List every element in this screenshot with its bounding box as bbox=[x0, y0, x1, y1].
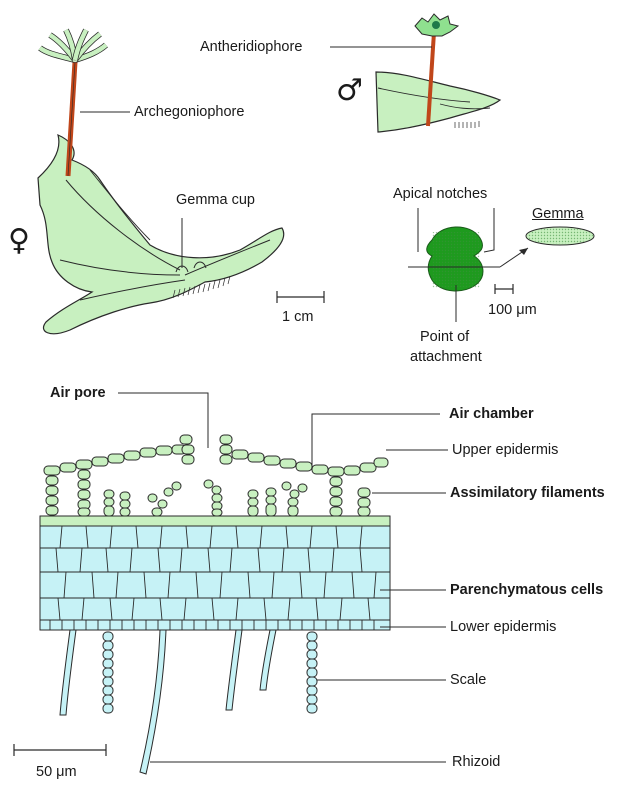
scale-50um-label: 50 μm bbox=[36, 765, 77, 780]
male-thallus bbox=[376, 14, 500, 132]
apical-notches-label: Apical notches bbox=[393, 187, 487, 202]
gemma-drawing bbox=[427, 227, 594, 291]
archegoniophore-label: Archegoniophore bbox=[134, 105, 244, 120]
air-chamber-label: Air chamber bbox=[449, 407, 534, 422]
thallus-cross-section bbox=[40, 435, 390, 774]
scale-label: Scale bbox=[450, 673, 486, 688]
lower-epidermis-label: Lower epidermis bbox=[450, 620, 556, 635]
parenchymatous-cells-label: Parenchymatous cells bbox=[450, 583, 603, 598]
archegoniophore-head bbox=[40, 30, 106, 60]
female-symbol: ♀ bbox=[8, 226, 30, 256]
upper-epidermis-label: Upper epidermis bbox=[452, 443, 558, 458]
point-of-attachment-label-2: attachment bbox=[410, 350, 482, 365]
female-thallus bbox=[38, 30, 284, 334]
point-of-attachment-label-1: Point of bbox=[420, 330, 469, 345]
scale-1cm-label: 1 cm bbox=[282, 310, 313, 325]
scale-bar-50um bbox=[14, 744, 106, 756]
air-pore-label: Air pore bbox=[50, 386, 106, 401]
scale-100um-label: 100 μm bbox=[488, 303, 537, 318]
rhizoid-label: Rhizoid bbox=[452, 755, 500, 770]
male-symbol: ♂ bbox=[336, 76, 363, 106]
antheridiophore-label: Antheridiophore bbox=[200, 40, 302, 55]
scale-bar-1cm bbox=[277, 291, 324, 303]
scale-bar-100um bbox=[495, 284, 513, 294]
assimilatory-filaments-label: Assimilatory filaments bbox=[450, 486, 605, 501]
gemma-label: Gemma bbox=[532, 207, 584, 222]
antheridiophore-head bbox=[415, 14, 458, 36]
gemma-cup-label: Gemma cup bbox=[176, 193, 255, 208]
